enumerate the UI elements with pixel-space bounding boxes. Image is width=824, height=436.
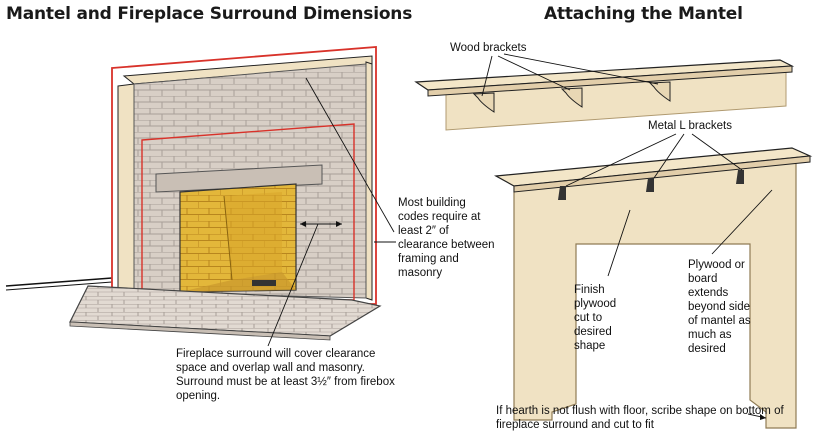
- wood-bracket-1: [472, 92, 495, 113]
- leader-metal-1: [565, 133, 677, 187]
- leader-metal-3: [691, 133, 743, 171]
- callout-wood-brackets: Wood brackets: [450, 42, 527, 54]
- surround-illustration: [494, 133, 813, 429]
- floor-line: [5, 277, 113, 287]
- leader-wood-3: [503, 53, 659, 85]
- mantel-shelf-edge: [427, 65, 793, 97]
- metal-bracket-3: [736, 170, 744, 184]
- plywood-surround: [513, 159, 797, 429]
- hearth-front: [69, 321, 331, 341]
- heading-surround-dimensions: Mantel and Fireplace Surround Dimensions: [6, 4, 413, 24]
- callout-hearth-note: If hearth is not flush with floor, scrib…: [496, 405, 784, 431]
- callout-plywood-board: Plywood or board extends beyond side of …: [688, 259, 751, 355]
- surround-shelf-edge: [513, 155, 811, 193]
- callout-metal-brackets: Metal L brackets: [648, 120, 732, 132]
- firebox-grate: [252, 280, 276, 286]
- floor-line-2: [5, 281, 113, 291]
- leader-codes-top: [305, 77, 395, 233]
- leader-plywood: [711, 189, 773, 255]
- right-framing: [365, 61, 373, 301]
- firebox-corner: [223, 195, 233, 281]
- metal-bracket-1: [558, 186, 566, 200]
- mantel-wood-brackets-illustration: [414, 53, 795, 131]
- callout-surround-cover: Fireplace surround will cover clearance …: [176, 348, 395, 402]
- fireplace-illustration: [5, 46, 396, 347]
- hearth: [69, 285, 382, 337]
- wood-bracket-3: [648, 81, 671, 102]
- outer-clearance-outline: [111, 46, 377, 305]
- leader-wood-2: [497, 55, 571, 91]
- heading-attaching-mantel: Attaching the Mantel: [544, 4, 743, 24]
- callout-building-codes: Most building codes require at least 2″ …: [398, 197, 495, 279]
- dimension-arrow-left: [300, 221, 306, 227]
- wood-bracket-2: [560, 87, 583, 108]
- dimension-arrow-right: [336, 221, 342, 227]
- leader-wood-1: [481, 55, 493, 97]
- callout-finish-plywood: Finish plywood cut to desired shape: [574, 284, 617, 352]
- leader-surround: [267, 223, 319, 347]
- firebox-back-wall: [224, 192, 282, 280]
- left-framing: [117, 83, 135, 295]
- leader-finish: [607, 209, 631, 277]
- leader-hearth-arrow: [760, 414, 766, 420]
- leader-metal-2: [653, 133, 685, 179]
- firebox-floor: [180, 272, 296, 292]
- metal-bracket-2: [646, 178, 654, 192]
